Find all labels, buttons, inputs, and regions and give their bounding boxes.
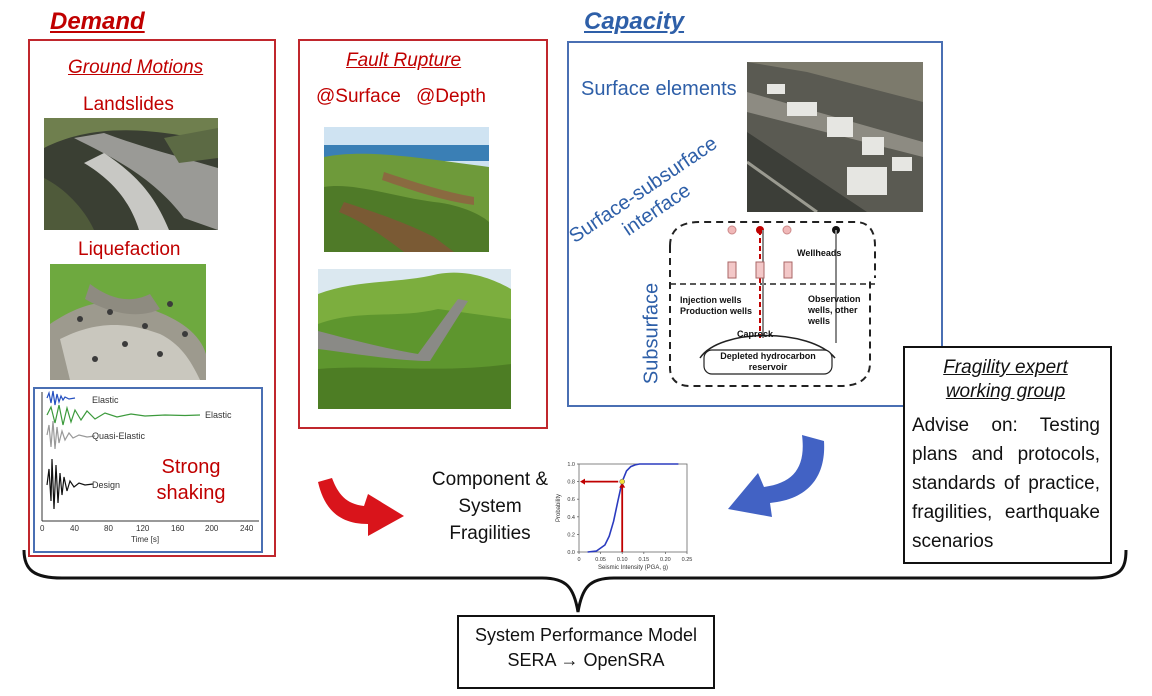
demand-box — [28, 39, 276, 557]
waveform-plot — [41, 390, 259, 522]
system-model-line1: System Performance Model — [474, 625, 698, 645]
caprock-label: Caprock — [737, 329, 774, 339]
waveform-tick-200: 200 — [205, 524, 219, 533]
chart-y-tick-label: 0.2 — [567, 532, 575, 538]
injection-wells-label: Injection wells — [680, 295, 742, 305]
surface-label: @Surface — [316, 86, 401, 107]
surface-facility-photo — [747, 62, 923, 212]
fault-surface-photo — [324, 127, 489, 252]
chart-x-tick-label: 0 — [577, 557, 580, 563]
liquefaction-label: Liquefaction — [78, 239, 181, 260]
chart-series-line — [587, 463, 679, 553]
waveform-label-elastic-1: Elastic — [92, 395, 119, 405]
chart-y-axis-label: Probability — [556, 494, 562, 522]
waveform-tick-120: 120 — [136, 524, 150, 533]
fault-rupture-title: Fault Rupture — [346, 50, 462, 71]
waveform-label-design: Design — [92, 480, 121, 490]
chart-x-axis-label: Seismic Intensity (PGA, g) — [598, 565, 668, 571]
waveform-tick-80: 80 — [104, 524, 113, 533]
chart-x-tick-label: 0.15 — [638, 557, 649, 563]
chart-plot-area — [578, 463, 688, 553]
chart-marker-vertical-head — [619, 482, 626, 488]
production-wells-label: Production wells — [680, 306, 753, 316]
demand-arrow — [318, 478, 404, 536]
chart-y-tick-label: 0.6 — [567, 497, 575, 503]
chart-x-tick-label: 0.05 — [595, 557, 606, 563]
fault-depth-photo — [318, 269, 511, 409]
landslides-label: Landslides — [83, 94, 174, 115]
system-model-box: System Performance Model SERA → OpenSRA — [457, 615, 715, 689]
fragility-label: Component & System Fragilities — [431, 469, 549, 544]
wellheads-label: Wellheads — [797, 248, 842, 258]
waveform-tick-160: 160 — [171, 524, 185, 533]
waveform-label-quasi: Quasi-Elastic — [92, 431, 146, 441]
chart-x-tick-label: 0.20 — [660, 557, 671, 563]
landslides-photo — [44, 118, 218, 230]
ground-motions-title: Ground Motions — [68, 57, 204, 78]
waveform-tick-0: 0 — [40, 524, 45, 533]
depth-label: @Depth — [416, 86, 486, 107]
chart-x-tick-label: 0.25 — [682, 557, 693, 563]
well-diagram — [669, 221, 876, 387]
liquefaction-photo — [50, 264, 206, 380]
bottom-brace — [22, 549, 1128, 613]
chart-marker-horizontal-head — [580, 478, 585, 485]
fault-rupture-box — [298, 39, 548, 429]
waveform-label-elastic-2: Elastic — [205, 410, 232, 420]
waveform-tick-40: 40 — [70, 524, 79, 533]
chart-x-tick-label: 0.10 — [617, 557, 628, 563]
expert-title: Fragility expert working group — [943, 357, 1068, 402]
chart-y-tick-label: 1.0 — [567, 462, 575, 468]
fragility-chart: 0.0 0.2 0.4 0.6 0.8 1.0 0 0.05 0.10 0.15 0.20 0.25S… — [556, 462, 693, 571]
strong-shaking-label: Strong shaking — [156, 456, 226, 504]
waveform-tick-240: 240 — [240, 524, 254, 533]
capacity-title: Capacity — [584, 8, 685, 35]
observation-wells-label: Observation wells, other wells — [808, 294, 861, 326]
capacity-box — [567, 41, 943, 407]
waveform-panel — [33, 387, 263, 553]
system-model-line2: SERA → OpenSRA — [507, 650, 665, 670]
expert-box — [903, 346, 1112, 564]
waveform-x-label: Time [s] — [131, 535, 160, 544]
chart-y-tick-label: 0.4 — [567, 515, 575, 521]
capacity-arrow — [728, 435, 825, 517]
demand-title: Demand — [50, 8, 145, 35]
surface-elements-label: Surface elements — [581, 78, 737, 100]
chart-marker-point — [619, 478, 625, 485]
chart-y-tick-label: 0.8 — [567, 480, 575, 486]
expert-body: Advise on: Testing plans and protocols, … — [912, 415, 1100, 552]
chart-y-tick-label: 0.0 — [567, 550, 575, 556]
reservoir-label: Depleted hydrocarbon reservoir — [720, 351, 816, 372]
